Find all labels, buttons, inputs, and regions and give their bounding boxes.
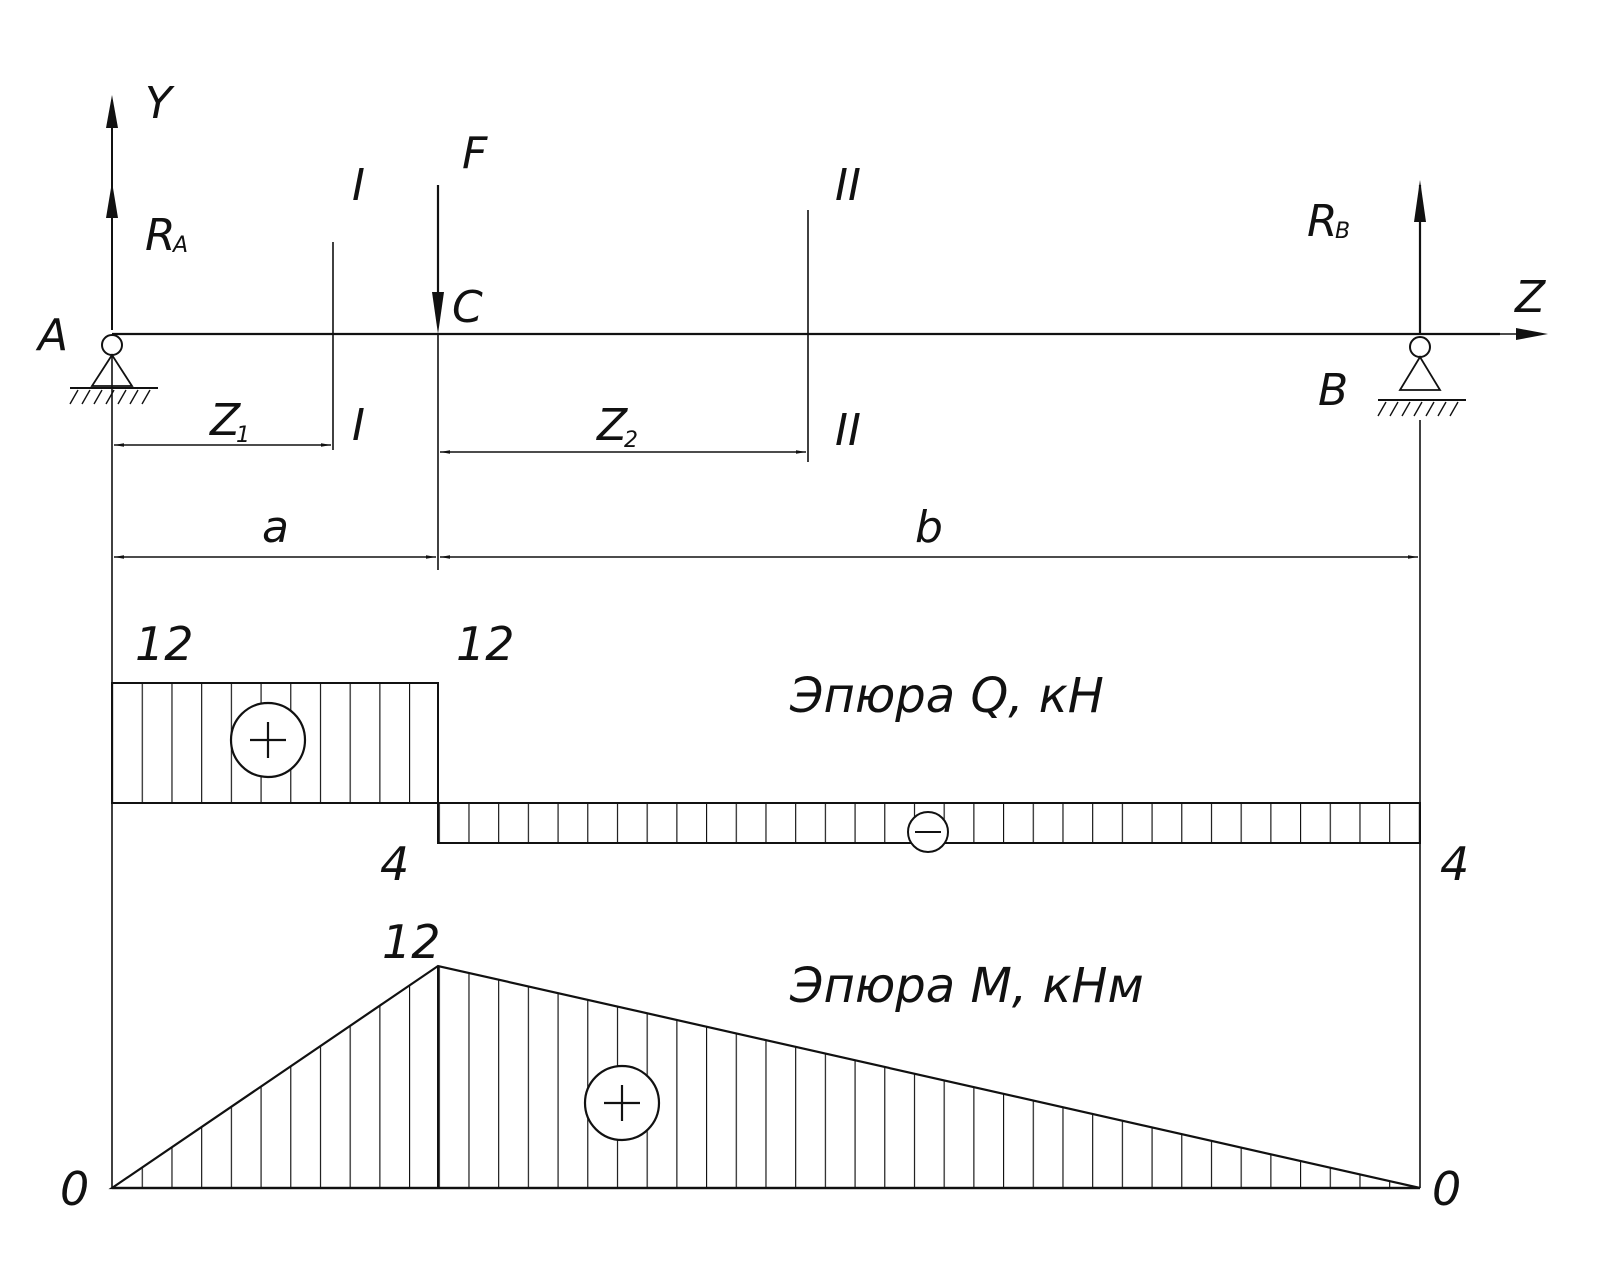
reaction-a-label: R A	[145, 210, 188, 261]
force-f-label: F	[462, 128, 488, 179]
moment-diagram: 12 0 0 Эпюра M, кНм	[60, 915, 1461, 1216]
shear-c-bottom-value: 4	[380, 837, 409, 891]
moment-positive-area	[108, 964, 1421, 1190]
moment-positive-sign	[583, 1064, 661, 1142]
shear-c-top-value: 12	[456, 617, 515, 671]
z1-label: Z 1	[209, 395, 250, 448]
support-b-label: B	[1318, 365, 1348, 416]
section-2-label-top: II	[835, 160, 861, 211]
moment-right-value: 0	[1432, 1162, 1461, 1216]
shear-diagram: 12 12 4 4 Эпюра Q, кН	[111, 617, 1469, 891]
support-a-label: A	[35, 310, 68, 361]
z-axis-label: Z	[1514, 272, 1546, 323]
shear-positive-sign	[229, 701, 307, 779]
y-axis-label: Y	[145, 78, 175, 129]
support-b-pin	[1377, 336, 1466, 417]
reaction-b-label: R B	[1307, 196, 1350, 247]
span-b-label: b	[915, 502, 943, 553]
beam-scheme: Y R A Z A	[35, 78, 1548, 1188]
z2-label: Z 2	[596, 400, 638, 453]
section-1-label-top: I	[352, 160, 365, 211]
point-c-label: C	[452, 282, 483, 333]
moment-left-value: 0	[60, 1162, 89, 1216]
z-axis-arrowhead	[1516, 328, 1548, 340]
force-f-arrowhead	[432, 292, 444, 334]
span-a-label: a	[262, 502, 289, 553]
moment-diagram-title: Эпюра M, кНм	[789, 958, 1144, 1014]
reaction-b-symbol: R	[1307, 196, 1338, 247]
section-2-label-bottom: II	[835, 405, 861, 456]
reaction-b-subscript: B	[1335, 219, 1350, 244]
z1-subscript: 1	[236, 423, 250, 448]
reaction-a-symbol: R	[145, 210, 176, 261]
z1-symbol: Z	[209, 395, 241, 446]
reaction-a-arrowhead	[106, 182, 118, 218]
reaction-a-subscript: A	[171, 233, 188, 258]
y-axis-arrowhead	[106, 95, 118, 128]
shear-right-value: 4	[1440, 837, 1469, 891]
shear-negative-sign	[907, 811, 949, 853]
section-1-label-bottom: I	[352, 400, 365, 451]
z2-subscript: 2	[624, 428, 638, 453]
shear-diagram-title: Эпюра Q, кН	[789, 668, 1104, 724]
moment-peak-value: 12	[382, 915, 441, 969]
z2-symbol: Z	[596, 400, 628, 451]
support-a-pin	[69, 334, 158, 405]
reaction-b-arrowhead	[1414, 180, 1426, 222]
shear-left-value: 12	[135, 617, 194, 671]
